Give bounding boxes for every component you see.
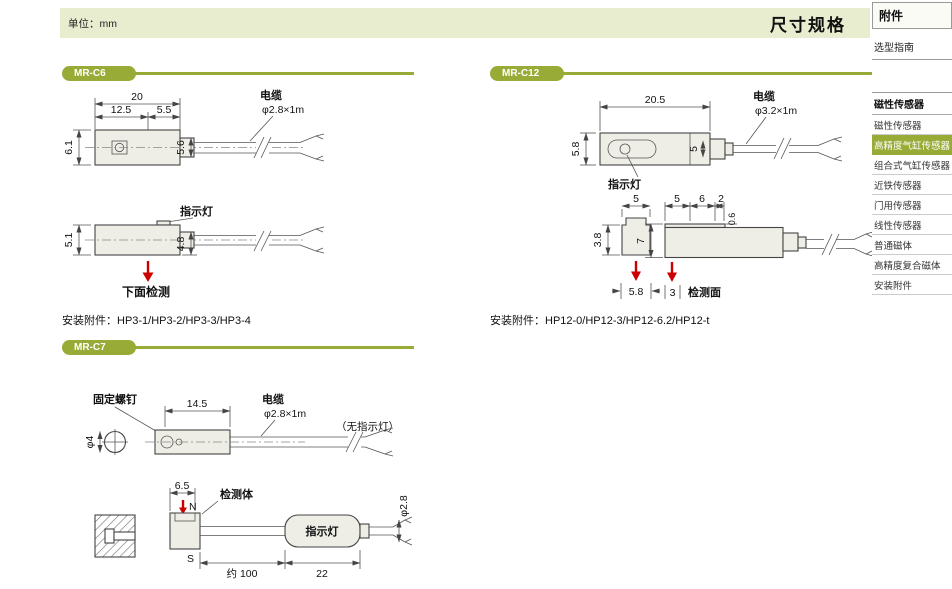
c6-dim-total-width: 20 [131,91,143,103]
c12-dim-side-height: 7 [635,238,647,244]
sidebar-item-standard-magnet[interactable]: 普通磁体 [872,235,952,255]
c6-dim-left-width: 12.5 [111,104,132,116]
c6-dim-side-height2: 4.8 [175,237,187,252]
c7-cable-label: 电缆 [262,392,284,406]
c7-dim-indicator-length: 22 [316,568,328,580]
c7-dim-offset: 6.5 [175,480,190,492]
c6-cable-label: 电缆 [260,88,282,102]
page-title: 尺寸规格 [770,15,846,35]
c12-cable-connector [709,138,726,160]
mr-c12-mounting-note: 安装附件：HP12-0/HP12-3/HP12-6.2/HP12-t [490,315,710,327]
sidebar: 附件 选型指南 磁性传感器 磁性传感器 高精度气缸传感器 组合式气缸传感器 近铁… [872,0,952,295]
c7-pole-s: S [187,553,194,565]
c12-side-cable [806,231,872,257]
unit-label: 单位：mm [68,17,117,30]
c6-dim-right-width: 5.5 [157,104,172,116]
c6-dim-body-height: 6.1 [63,140,75,155]
c7-installed-view: 6.5 N S 检测体 指示灯 φ2.8 [94,480,413,580]
sidebar-item-linear-sensor[interactable]: 线性传感器 [872,215,952,235]
sidebar-link-selection-guide[interactable]: 选型指南 [872,29,952,60]
c12-top-view: 20.5 5 5.8 电缆 [570,89,843,191]
c12-indicator-light [619,143,631,155]
mr-c12-drawing: 20.5 5 5.8 电缆 [570,89,872,299]
mr-c7-drawing: 固定螺钉 14.5 电缆 φ2.8×1m （无指示灯） φ4 [84,392,413,580]
mr-c6-section-header: MR-C6 [62,66,414,82]
sidebar-item-mounting-accessories[interactable]: 安装附件 [872,275,952,295]
c7-no-indicator-note: （无指示灯） [336,420,399,433]
mr-c6-mounting-note: 安装附件：HP3-1/HP3-2/HP3-3/HP3-4 [62,315,251,327]
c12-dim-top-c: 2 [718,193,724,205]
c7-pole-n: N [189,501,197,513]
c7-cable-end [369,516,413,546]
c6-dim-cable-end-height: 5.6 [175,140,187,155]
mr-c6-tab: MR-C6 [62,66,136,81]
sidebar-item-proximity-sensor[interactable]: 近铁传感器 [872,175,952,195]
c12-dim-top-b: 6 [699,193,705,205]
c6-top-view: 20 12.5 5.5 6. [63,88,325,166]
c12-dim-face-offset: 3 [670,287,676,299]
c12-dim-step: 0.6 [727,213,737,226]
c6-cable-side [194,226,325,254]
sidebar-item-magnetic-sensor[interactable]: 磁性传感器 [872,115,952,135]
mr-c7-section-header: MR-C7 [62,340,414,356]
c12-dim-inner-height: 5 [688,146,700,152]
c12-side-view: 5 6 2 0.6 7 [635,193,872,299]
c12-cable-spec: φ3.2×1m [755,105,797,117]
c6-detect-caption: 下面检测 [122,284,170,299]
c7-main-view: 固定螺钉 14.5 电缆 φ2.8×1m （无指示灯） φ4 [84,392,399,457]
c7-dim-cable-diameter: φ2.8 [398,495,410,517]
c6-indicator-label: 指示灯 [180,204,213,218]
header-bar: 单位：mm 尺寸规格 [60,8,870,38]
c7-dim-diameter: φ4 [84,436,96,449]
sidebar-item-high-precision-cylinder-sensor[interactable]: 高精度气缸传感器 [872,135,952,155]
c7-dim-body-length: 约 100 [227,567,258,580]
mr-c12-tab: MR-C12 [490,66,564,81]
c12-dim-total-width: 20.5 [645,94,666,106]
c7-indicator-label: 指示灯 [306,524,339,538]
c12-body [599,132,711,166]
mr-c12-rule [492,72,872,75]
sidebar-item-combined-cylinder-sensor[interactable]: 组合式气缸传感器 [872,155,952,175]
c12-detect-face-label: 检测面 [688,285,721,299]
sidebar-tab-accessories[interactable]: 附件 [872,2,952,29]
c6-indicator-light [156,220,171,226]
mr-c7-tab: MR-C7 [62,340,136,355]
sidebar-item-door-sensor[interactable]: 门用传感器 [872,195,952,215]
mr-c7-rule [64,346,414,349]
c12-cable [733,136,843,162]
c7-cable [230,427,394,457]
mr-c6-drawing: 20 12.5 5.5 6. [63,88,325,299]
c6-cable-spec: φ2.8×1m [262,104,304,116]
c7-detect-body-label: 检测体 [220,487,254,501]
mr-c12-section-header: MR-C12 [490,66,872,82]
c7-embedded-screw [104,528,115,544]
c12-dim-end-height: 3.8 [592,233,604,248]
c12-dim-body-height: 5.8 [570,142,582,157]
sidebar-item-high-precision-compound-magnet[interactable]: 高精度复合磁体 [872,255,952,275]
c12-dim-top-a: 5 [674,193,680,205]
c12-slot [607,139,657,159]
c12-end-view: 5 3.8 5.8 [592,193,660,299]
mr-c6-rule [64,72,414,75]
c7-screw-label: 固定螺钉 [93,392,137,406]
sidebar-group-title: 磁性传感器 [872,93,952,115]
c6-dim-side-height: 5.1 [63,233,75,248]
c12-cable-label: 电缆 [753,89,775,103]
c7-dim-head-length: 14.5 [187,398,208,410]
c12-indicator-label: 指示灯 [608,177,641,191]
c6-side-view: 指示灯 5.1 4.8 [63,204,325,299]
c12-dim-end-width: 5 [633,193,639,205]
c12-dim-end-bottom-width: 5.8 [629,286,644,298]
c12-end-body [621,217,651,256]
c6-cable [194,133,325,162]
c7-sensor-head [169,512,201,550]
sidebar-nav-group: 磁性传感器 磁性传感器 高精度气缸传感器 组合式气缸传感器 近铁传感器 门用传感… [872,92,952,295]
c7-cable-spec: φ2.8×1m [264,408,306,420]
c12-side-body [664,226,784,259]
